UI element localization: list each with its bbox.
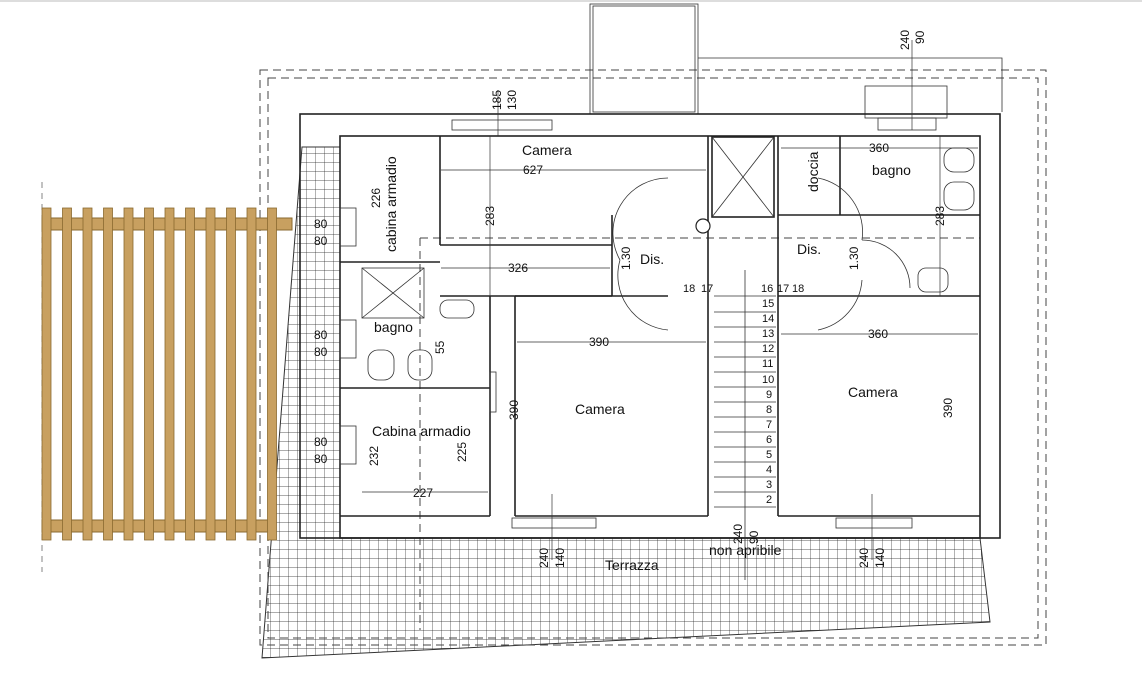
- top-projection: [589, 3, 1003, 119]
- dim-227: 227: [413, 486, 433, 500]
- label-camera-right: Camera: [848, 384, 898, 400]
- stair-step-number: 16: [761, 283, 773, 295]
- pergola-slat: [185, 207, 195, 541]
- windows: [339, 117, 937, 529]
- label-camera-top: Camera: [522, 142, 572, 158]
- stair-step-number: 17: [701, 283, 713, 295]
- dim-240-bottom-mid: 240: [731, 524, 745, 544]
- dim-225: 225: [455, 442, 469, 462]
- stair-step-number: 18: [792, 283, 804, 295]
- dim-80-6: 80: [314, 452, 328, 466]
- stair-step-number: 18: [683, 283, 695, 295]
- stair-step-number: 10: [762, 374, 774, 386]
- pergola-slat: [144, 207, 154, 541]
- walls: [299, 113, 1001, 539]
- stair-treads: [714, 270, 776, 580]
- pergola-slat: [41, 207, 52, 541]
- dim-240-top: 240: [898, 30, 912, 50]
- dim-90-top: 90: [913, 30, 927, 44]
- dim-627: 627: [523, 163, 543, 177]
- dim-185: 185: [490, 90, 504, 110]
- dim-360-mid: 360: [868, 327, 888, 341]
- pergola-slat: [226, 207, 236, 541]
- pergola: [41, 182, 293, 572]
- stair-step-number: 8: [766, 404, 772, 416]
- label-bagno-right: bagno: [872, 162, 911, 178]
- pergola-slat: [246, 207, 257, 541]
- label-camera-center: Camera: [575, 401, 625, 417]
- pergola-slat: [205, 207, 216, 541]
- label-non-apribile: non apribile: [709, 542, 782, 558]
- stair-step-number: 11: [762, 358, 773, 370]
- dim-390-right: 390: [941, 398, 955, 418]
- dim-130-right-door: 1.30: [847, 246, 861, 270]
- dim-130-left-door: 1.30: [619, 246, 633, 270]
- stair-step-number: 6: [766, 434, 772, 446]
- dim-240-bottom-left: 240: [537, 548, 551, 568]
- stair-step-number: 5: [766, 449, 772, 461]
- shower-left: [361, 267, 425, 319]
- dim-90-bottom-mid: 90: [747, 530, 761, 544]
- dim-326: 326: [508, 261, 528, 275]
- room-labels: Camera cabina armadio bagno Cabina armad…: [372, 142, 911, 573]
- pergola-slats: [41, 207, 277, 541]
- dim-140-bottom-right: 140: [873, 548, 887, 568]
- pergola-slat: [62, 207, 72, 541]
- dim-140-bottom-left: 140: [553, 548, 567, 568]
- label-dis-right: Dis.: [797, 241, 821, 257]
- stair-step-number: 7: [766, 419, 772, 431]
- pergola-slat: [103, 207, 113, 541]
- dim-80-1: 80: [314, 217, 328, 231]
- pergola-slat: [164, 207, 175, 541]
- dim-55: 55: [433, 340, 447, 354]
- stair-step-number: 9: [766, 389, 772, 401]
- dim-360-top: 360: [869, 141, 889, 155]
- terrace-tiling: [261, 146, 991, 659]
- pergola-slat: [82, 207, 93, 541]
- dim-80-4: 80: [314, 345, 328, 359]
- pergola-slat: [123, 207, 134, 541]
- stair-step-number: 15: [762, 298, 774, 310]
- dimension-labels: 185 130 240 90 627 360 226 283 283 326 1…: [314, 30, 955, 568]
- stair-step-number: 12: [762, 343, 774, 355]
- label-dis-left: Dis.: [640, 251, 664, 267]
- dim-80-3: 80: [314, 328, 328, 342]
- dim-283-left: 283: [483, 206, 497, 226]
- label-bagno-left: bagno: [374, 319, 413, 335]
- dim-232: 232: [367, 446, 381, 466]
- label-cabina-armadio-vertical: cabina armadio: [383, 156, 399, 252]
- dimension-lines: [362, 40, 978, 560]
- dim-226: 226: [369, 188, 383, 208]
- dim-80-2: 80: [314, 234, 328, 248]
- label-cabina-armadio: Cabina armadio: [372, 423, 471, 439]
- label-terrazza: Terrazza: [605, 557, 659, 573]
- label-doccia: doccia: [805, 151, 821, 192]
- stair-step-number: 14: [762, 313, 774, 325]
- dim-80-5: 80: [314, 435, 328, 449]
- dim-240-bottom-right: 240: [857, 548, 871, 568]
- stair-step-number: 2: [766, 494, 772, 506]
- lift-shaft: [695, 136, 775, 234]
- dim-390-left: 390: [507, 400, 521, 420]
- stair-step-number: 4: [766, 464, 772, 476]
- sanitary-fixtures: [367, 147, 975, 381]
- dim-130: 130: [505, 90, 519, 110]
- dim-390-horizontal: 390: [589, 335, 609, 349]
- dim-283-right: 283: [933, 206, 947, 226]
- stair-step-number: 13: [762, 328, 774, 340]
- pergola-slat: [267, 207, 277, 541]
- doors: [489, 177, 911, 413]
- stair-step-number: 17: [777, 283, 789, 295]
- stair-step-number: 3: [766, 479, 772, 491]
